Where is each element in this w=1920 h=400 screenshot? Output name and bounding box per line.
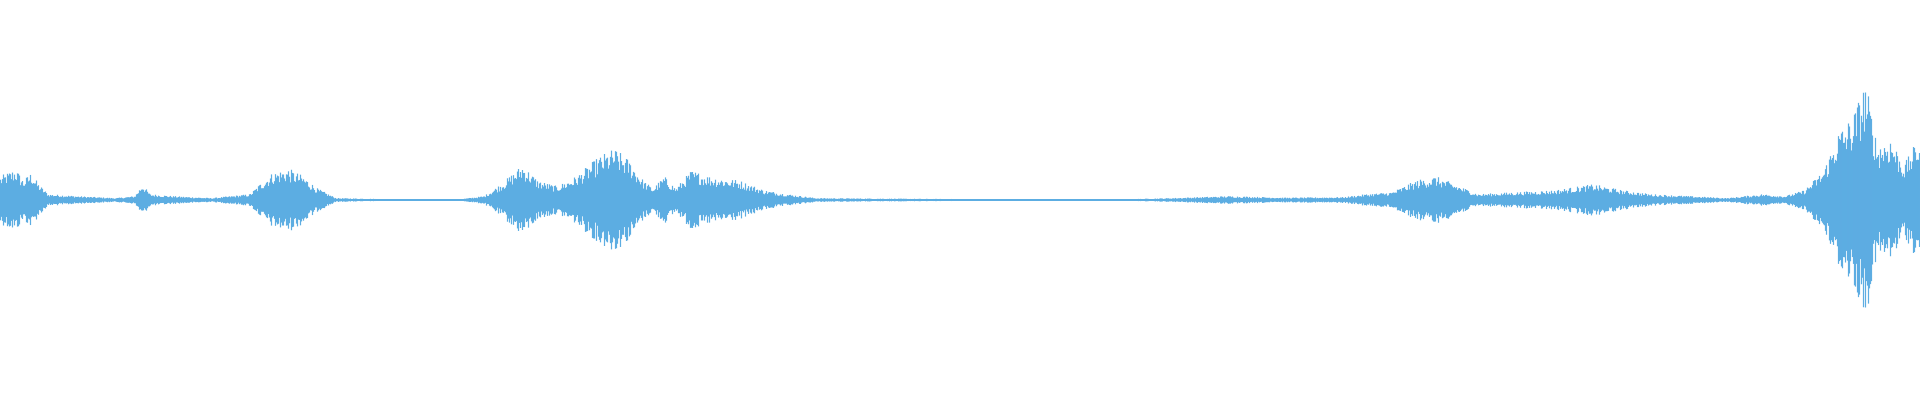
waveform-samples (0, 92, 1920, 308)
